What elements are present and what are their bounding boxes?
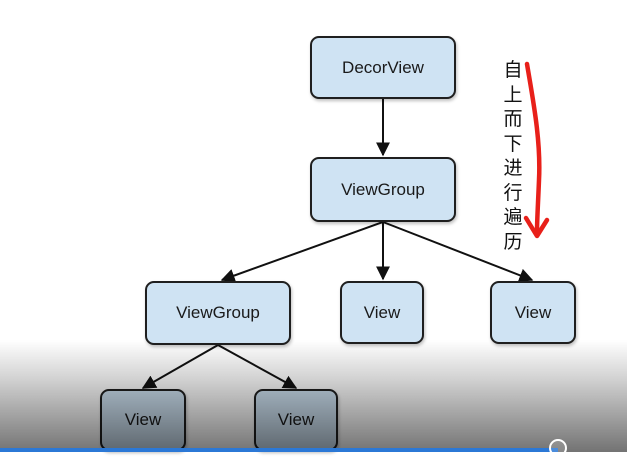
video-progress-fill — [0, 448, 558, 452]
node-label: View — [514, 302, 552, 322]
node-label: View — [363, 302, 401, 322]
annotation-char: 自 — [503, 59, 523, 81]
edge-viewgroup-to-view-c — [141, 344, 219, 389]
red-down-arrow-icon — [523, 61, 550, 239]
node-label: DecorView — [342, 57, 424, 77]
node-view: View — [490, 281, 576, 344]
node-label: ViewGroup — [341, 179, 425, 199]
node-viewgroup-child: ViewGroup — [145, 281, 291, 345]
edge-viewgroup-to-view-d — [217, 344, 298, 389]
node-label: ViewGroup — [176, 303, 260, 322]
node-viewgroup-root: ViewGroup — [310, 157, 456, 222]
video-progress-handle[interactable] — [549, 439, 567, 457]
node-view: View — [254, 389, 338, 451]
edge-viewgroup-to-viewgroup — [220, 221, 384, 283]
annotation-char: 行 — [503, 181, 523, 204]
annotation-char: 而 — [503, 108, 523, 130]
node-view: View — [340, 281, 424, 344]
annotation-char: 上 — [503, 83, 523, 106]
annotation-char: 下 — [503, 132, 523, 155]
node-label: View — [124, 410, 162, 429]
annotation-char: 历 — [503, 230, 523, 253]
annotation-char: 进 — [503, 157, 523, 179]
traversal-annotation: 自 上 而 下 进 行 遍 历 — [500, 58, 526, 254]
node-label: View — [277, 410, 315, 429]
edge-viewgroup-to-view-b — [382, 221, 534, 282]
node-view: View — [100, 389, 186, 451]
video-progress-bar[interactable] — [0, 439, 627, 457]
annotation-char: 遍 — [503, 206, 523, 228]
node-decorview: DecorView — [310, 36, 456, 99]
